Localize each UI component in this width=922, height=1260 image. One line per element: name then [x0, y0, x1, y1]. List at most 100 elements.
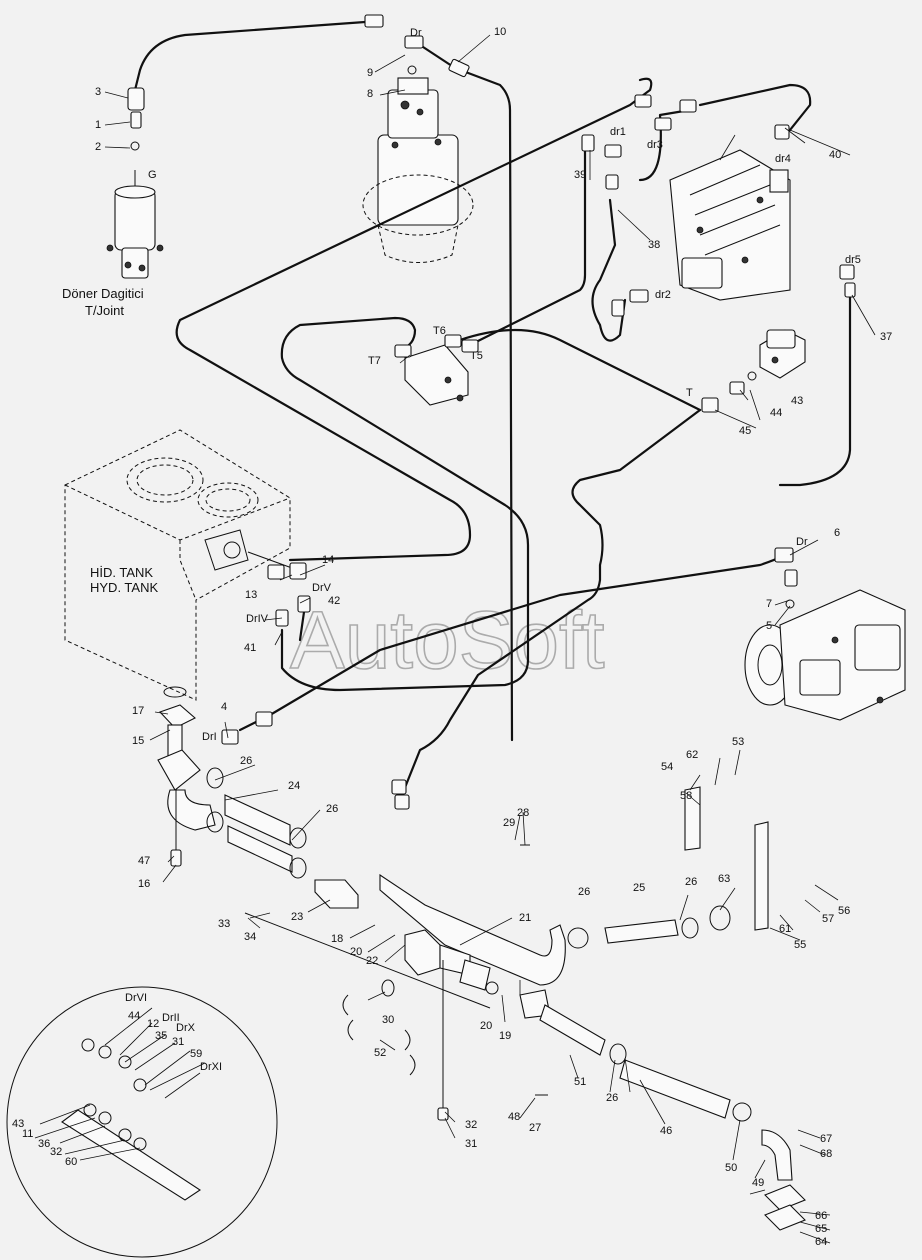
part-number: 14	[322, 554, 334, 566]
manifold-block	[404, 344, 469, 406]
part-number: 48	[508, 1111, 520, 1123]
port-label: dr5	[845, 254, 861, 266]
port-label: T5	[470, 350, 483, 362]
part-number: 11	[22, 1128, 33, 1140]
part-number: 56	[838, 905, 850, 917]
port-label: T7	[368, 355, 381, 367]
watermark: AutoSoft	[290, 595, 605, 686]
port-label: Dr	[410, 27, 422, 39]
part-number: 60	[65, 1156, 77, 1168]
part-number: 1	[95, 119, 101, 131]
control-valve	[669, 149, 791, 301]
part-number: 9	[367, 67, 373, 79]
hose-lines	[133, 20, 852, 802]
part-number: 66	[815, 1210, 827, 1222]
part-number: 58	[680, 790, 692, 802]
part-number: 32	[465, 1119, 477, 1131]
part-number: 43	[12, 1118, 24, 1130]
part-number: 19	[499, 1030, 511, 1042]
detail-circle	[6, 986, 278, 1258]
part-number: 51	[574, 1076, 586, 1088]
fittings	[127, 14, 856, 810]
part-number: 2	[95, 141, 101, 153]
part-number: 5	[766, 620, 772, 632]
part-number: 39	[574, 169, 586, 181]
part-number: 18	[331, 933, 343, 945]
part-number: 42	[328, 595, 340, 607]
part-number: 33	[218, 918, 230, 930]
solenoid-block	[759, 329, 806, 379]
part-number: 21	[519, 912, 531, 924]
part-number: 59	[190, 1048, 202, 1060]
part-number: 44	[128, 1010, 140, 1022]
part-number: 61	[779, 923, 791, 935]
part-number: 35	[155, 1030, 167, 1042]
part-number: 67	[820, 1133, 832, 1145]
part-number: 40	[829, 149, 841, 161]
port-label: dr4	[775, 153, 791, 165]
part-number: 28	[517, 807, 529, 819]
part-number: 31	[465, 1138, 477, 1150]
svg-text:T/Joint: T/Joint	[85, 303, 124, 318]
part-number: 63	[718, 873, 730, 885]
part-numbers: 1 2 3 4 5 6 7 8 9 10 11 12 13 14 15 16 1…	[12, 26, 892, 1248]
part-number: 26	[685, 876, 697, 888]
part-number: 13	[245, 589, 257, 601]
part-number: 57	[822, 913, 834, 925]
port-label: DrII	[162, 1012, 180, 1024]
swivel-joint	[106, 170, 164, 279]
part-number: 20	[350, 946, 362, 958]
part-number: 38	[648, 239, 660, 251]
port-label: DrX	[176, 1022, 196, 1034]
part-number: 7	[766, 598, 772, 610]
part-number: 26	[240, 755, 252, 767]
part-number: 52	[374, 1047, 386, 1059]
port-label: dr2	[655, 289, 671, 301]
part-number: 10	[494, 26, 506, 38]
part-number: 20	[480, 1020, 492, 1032]
part-number: 32	[50, 1146, 62, 1158]
tank-caption: HİD. TANK HYD. TANK	[90, 565, 158, 595]
port-label: DrI	[202, 731, 217, 743]
port-label: dr3	[647, 139, 663, 151]
svg-text:Döner Dagitici: Döner Dagitici	[62, 286, 144, 301]
part-number: 16	[138, 878, 150, 890]
part-number: 25	[633, 882, 645, 894]
part-number: 26	[606, 1092, 618, 1104]
part-number: 50	[725, 1162, 737, 1174]
part-number: 47	[138, 855, 150, 867]
part-number: 53	[732, 736, 744, 748]
port-label: DrV	[312, 582, 332, 594]
hydraulic-tank	[64, 429, 293, 701]
part-number: 6	[834, 527, 840, 539]
part-number: 46	[660, 1125, 672, 1137]
port-label: T	[686, 387, 693, 399]
part-number: 8	[367, 88, 373, 100]
part-number: 54	[661, 761, 673, 773]
part-number: 55	[794, 939, 806, 951]
leader-lines	[34, 34, 876, 1244]
part-number: 37	[880, 331, 892, 343]
swing-motor	[362, 77, 474, 263]
part-number: 23	[291, 911, 303, 923]
port-label: dr1	[610, 126, 626, 138]
svg-text:HİD. TANK: HİD. TANK	[90, 565, 153, 580]
part-number: 15	[132, 735, 144, 747]
part-number: 45	[739, 425, 751, 437]
part-number: 62	[686, 749, 698, 761]
part-number: 68	[820, 1148, 832, 1160]
part-number: 3	[95, 86, 101, 98]
part-number: 27	[529, 1122, 541, 1134]
part-number: 34	[244, 931, 256, 943]
part-number: 12	[147, 1018, 159, 1030]
suction-line	[157, 686, 806, 1231]
part-number: 26	[326, 803, 338, 815]
part-number: 65	[815, 1223, 827, 1235]
part-number: 29	[503, 817, 515, 829]
port-label: Dr	[796, 536, 808, 548]
part-number: 64	[815, 1236, 827, 1248]
part-number: 26	[578, 886, 590, 898]
part-number: 4	[221, 701, 227, 713]
port-labels: Dr G dr1 dr3 dr4 dr2 dr5 T6 T7 T5 T Dr D…	[125, 27, 861, 1073]
